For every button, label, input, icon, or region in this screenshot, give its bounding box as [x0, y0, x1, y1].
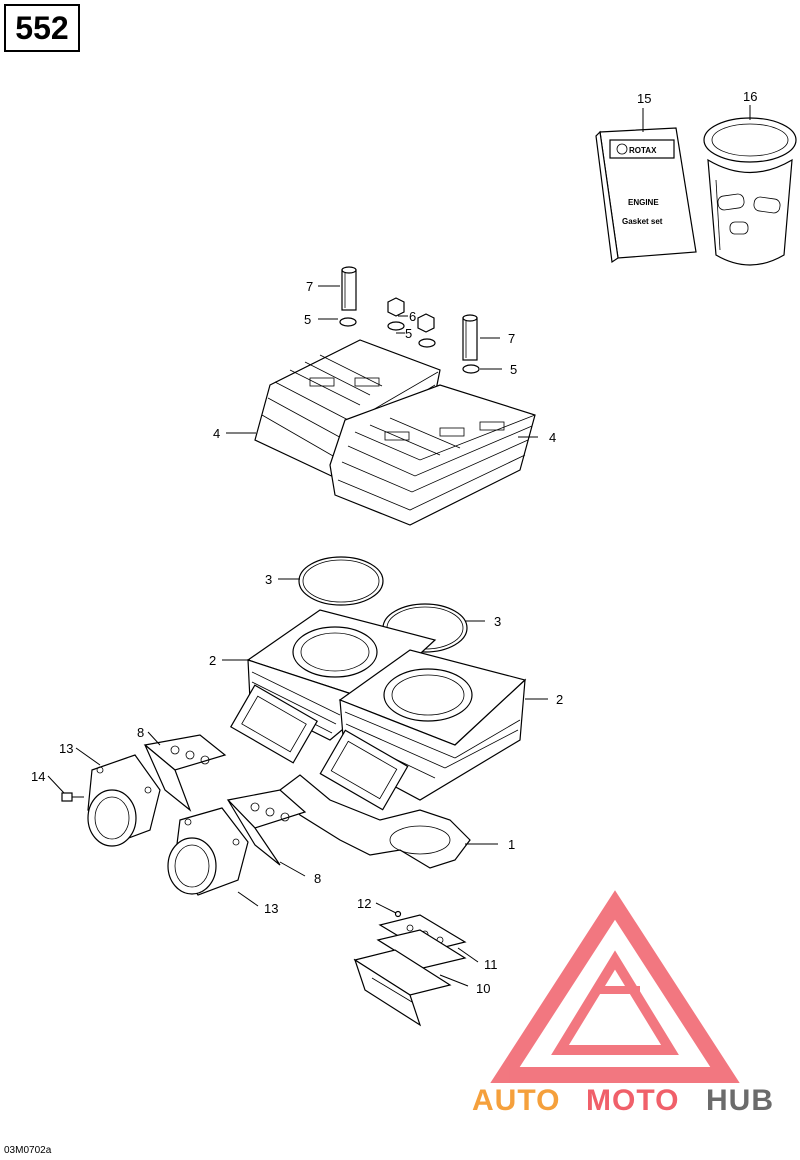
- watermark-logo: [490, 890, 740, 1083]
- intake-port-right: [319, 729, 409, 811]
- callout-5-middle: 5: [405, 326, 412, 341]
- callout-10: 10: [476, 981, 490, 996]
- callout-8-upper: 8: [137, 725, 144, 740]
- leader-lines: [47, 105, 751, 987]
- cylinder-head-right: [329, 384, 536, 526]
- callout-7-left: 7: [306, 279, 313, 294]
- washer-right: [462, 364, 480, 374]
- callout-labels: 15 16 7 5 6 5 7 5 4 4 3 3 2 2 8 13 14 1 …: [31, 89, 757, 996]
- callout-11: 11: [484, 957, 498, 972]
- reed-valve-body: [353, 949, 452, 1027]
- callout-12: 12: [357, 896, 371, 911]
- callout-5-left: 5: [304, 312, 311, 327]
- cylinder-sleeve: [703, 117, 797, 266]
- head-gasket-left: [298, 556, 384, 606]
- callout-16: 16: [743, 89, 757, 104]
- callout-15: 15: [637, 91, 651, 106]
- watermark-hub: HUB: [706, 1084, 774, 1117]
- booklet-line2: Gasket set: [622, 217, 663, 226]
- callout-2-left: 2: [209, 653, 216, 668]
- watermark-moto: MOTO: [586, 1084, 679, 1117]
- stud-left: [341, 266, 357, 311]
- reed-screw: [394, 910, 402, 918]
- callout-4-left: 4: [213, 426, 220, 441]
- callout-13-lower: 13: [264, 901, 278, 916]
- booklet-line1: ENGINE: [628, 198, 659, 207]
- callout-3-right: 3: [494, 614, 501, 629]
- reed-valve-lower: [226, 789, 307, 866]
- reed-valve-upper: [143, 734, 227, 812]
- callout-1: 1: [508, 837, 515, 852]
- callout-13-upper: 13: [59, 741, 73, 756]
- intake-manifold-lower: [167, 807, 249, 896]
- callout-7-right: 7: [508, 331, 515, 346]
- drawing-code: 03M0702a: [4, 1145, 52, 1156]
- callout-6: 6: [409, 309, 416, 324]
- callout-2-right: 2: [556, 692, 563, 707]
- watermark-auto: AUTO: [472, 1084, 560, 1117]
- watermark-text: AUTO MOTO HUB: [472, 1084, 774, 1117]
- intake-manifold-upper: [87, 754, 161, 847]
- booklet-brand: ROTAX: [629, 146, 657, 155]
- screw: [61, 792, 84, 802]
- callout-5-right: 5: [510, 362, 517, 377]
- callout-14: 14: [31, 769, 45, 784]
- washer-left: [339, 317, 357, 327]
- gasket-set-booklet: ROTAX ENGINE Gasket set: [595, 127, 697, 264]
- callout-3-left: 3: [265, 572, 272, 587]
- callout-4-right: 4: [549, 430, 556, 445]
- page-number: 552: [4, 4, 80, 52]
- nut-pair: [387, 297, 436, 348]
- stud-right: [462, 314, 478, 361]
- callout-8-lower: 8: [314, 871, 321, 886]
- base-gasket: [279, 774, 471, 869]
